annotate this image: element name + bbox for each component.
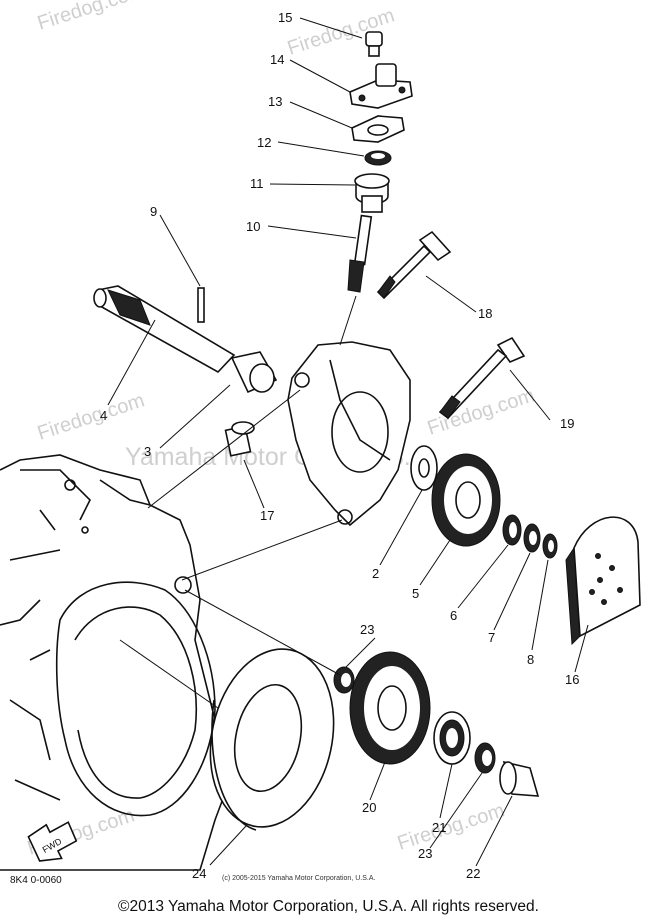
- part-23-circlip-lower: [474, 742, 496, 774]
- callout-24: 24: [192, 866, 206, 881]
- part-3-collar: [230, 351, 278, 394]
- callout-3: 3: [144, 444, 151, 459]
- callout-9: 9: [150, 204, 157, 219]
- callout-4: 4: [100, 408, 107, 423]
- part-9-pin: [197, 287, 205, 323]
- callout-16: 16: [565, 672, 579, 687]
- callout-19: 19: [560, 416, 574, 431]
- footer-copyright: ©2013 Yamaha Motor Corporation, U.S.A. A…: [118, 898, 539, 915]
- part-14-bracket: [349, 63, 413, 109]
- part-2-washer: [410, 445, 438, 491]
- fwd-arrow: FWD: [27, 821, 78, 862]
- callout-20: 20: [362, 800, 376, 815]
- part-15-bolt: [365, 31, 383, 57]
- callout-5: 5: [412, 586, 419, 601]
- callout-10: 10: [246, 219, 260, 234]
- callout-14: 14: [270, 52, 284, 67]
- part-4-worm-shaft: [93, 285, 236, 374]
- watermark-bottom-right: Firedog.com: [395, 799, 508, 854]
- diagram-code: 8K4 0-0060: [10, 875, 62, 886]
- callout-17: 17: [260, 508, 274, 523]
- part-1-gear-housing: [287, 341, 411, 527]
- leader-lines: [107, 17, 589, 867]
- callout-13: 13: [268, 94, 282, 109]
- callout-12: 12: [257, 135, 271, 150]
- watermark-mid-left: Firedog.com: [35, 389, 148, 444]
- callout-8: 8: [527, 652, 534, 667]
- callout-23-upper: 23: [360, 622, 374, 637]
- part-5-gear: [431, 453, 501, 547]
- callout-22: 22: [466, 866, 480, 881]
- callout-6: 6: [450, 608, 457, 623]
- part-10-shaft: [347, 214, 373, 293]
- part-13-gasket: [351, 115, 405, 143]
- part-7-washer: [523, 523, 541, 553]
- callout-21: 21: [432, 820, 446, 835]
- callout-labels: 15 14 13 12 11 10 9 18 4 3 19 17 2 5 6 7…: [100, 10, 579, 881]
- part-11-bushing: [354, 173, 390, 213]
- part-17-sleeve: [224, 421, 255, 457]
- callout-11: 11: [250, 176, 264, 191]
- callout-7: 7: [488, 630, 495, 645]
- part-22-collar: [499, 760, 540, 797]
- crankcase-housing: [0, 454, 231, 871]
- callout-23-lower: 23: [418, 846, 432, 861]
- part-18-bolt: [376, 230, 452, 300]
- part-12-seal: [364, 150, 392, 166]
- callout-2: 2: [372, 566, 379, 581]
- callout-18: 18: [478, 306, 492, 321]
- part-23-circlip-upper: [333, 666, 355, 694]
- watermark-top-left: Firedog.com: [35, 0, 148, 35]
- part-6-circlip: [502, 514, 522, 546]
- part-8-circlip: [542, 533, 558, 559]
- part-16-cover-plate: [565, 516, 641, 646]
- part-20-gear: [349, 651, 431, 765]
- small-copyright: (c) 2005-2015 Yamaha Motor Corporation, …: [222, 875, 375, 882]
- part-21-bearing: [433, 711, 471, 765]
- part-19-bolt: [438, 336, 526, 420]
- part-24-seal: [209, 648, 335, 831]
- callout-15: 15: [278, 10, 292, 25]
